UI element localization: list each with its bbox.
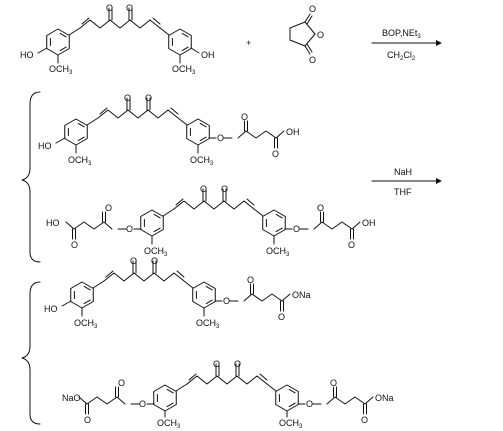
solvent-ch2cl2: CH2Cl2: [387, 50, 416, 62]
svg-text:O: O: [306, 399, 313, 409]
svg-text:O: O: [221, 184, 228, 194]
svg-text:HO: HO: [20, 50, 34, 60]
svg-text:O: O: [241, 112, 248, 122]
svg-text:O: O: [217, 133, 224, 143]
svg-text:OCH3: OCH3: [190, 155, 214, 167]
svg-text:OCH3: OCH3: [157, 418, 181, 430]
product-brace-2: [21, 281, 41, 425]
svg-text:ONa: ONa: [292, 290, 311, 300]
svg-text:OCH3: OCH3: [196, 318, 220, 330]
svg-text:O: O: [361, 415, 368, 425]
reaction-arrow-2: NaH THF: [371, 167, 442, 197]
svg-text:HO: HO: [46, 218, 60, 228]
svg-text:O: O: [71, 240, 78, 250]
plus-sign: +: [246, 38, 251, 48]
succinic-anhydride-structure: O O O: [289, 4, 324, 65]
reagent-nah: NaH: [394, 167, 412, 177]
svg-text:OCH3: OCH3: [279, 418, 303, 430]
methoxy-label: OCH3: [49, 64, 73, 76]
svg-text:O: O: [105, 203, 112, 213]
svg-text:O: O: [223, 296, 230, 306]
mono-succinate-structure: HO OCH3 OCH3 O O O O O OH: [38, 93, 300, 167]
svg-text:O: O: [126, 3, 133, 13]
svg-text:OCH3: OCH3: [172, 64, 196, 76]
mono-sodium-salt-structure: HO OCH3 OCH3 O O O O O ONa: [44, 256, 311, 330]
svg-text:O: O: [317, 30, 324, 40]
svg-text:O: O: [348, 240, 355, 250]
svg-text:O: O: [151, 256, 158, 266]
svg-text:O: O: [139, 399, 146, 409]
svg-text:O: O: [130, 256, 137, 266]
reagent-bop-net3: BOP,NEt3: [382, 28, 421, 40]
curcumin-structure: HO OCH3 OH OCH3 O O: [20, 3, 215, 76]
svg-text:NaO: NaO: [62, 393, 81, 403]
svg-text:OH: OH: [201, 50, 215, 60]
solvent-thf: THF: [394, 187, 412, 197]
svg-text:O: O: [126, 224, 133, 234]
svg-text:OCH3: OCH3: [68, 155, 92, 167]
svg-text:O: O: [124, 93, 131, 103]
svg-text:HO: HO: [38, 141, 52, 151]
svg-text:OCH3: OCH3: [74, 318, 98, 330]
svg-text:O: O: [118, 378, 125, 388]
svg-text:OH: OH: [362, 218, 376, 228]
svg-text:O: O: [106, 3, 113, 13]
svg-text:O: O: [234, 359, 241, 369]
svg-text:OH: OH: [286, 127, 300, 137]
svg-text:O: O: [247, 275, 254, 285]
svg-text:O: O: [330, 378, 337, 388]
svg-text:O: O: [309, 4, 316, 14]
di-sodium-salt-structure: OCH3 OCH3 O O O O O NaO O O O ONa: [62, 359, 394, 430]
svg-text:OCH3: OCH3: [144, 246, 168, 258]
svg-text:O: O: [145, 93, 152, 103]
svg-text:O: O: [309, 55, 316, 65]
svg-text:ONa: ONa: [375, 393, 394, 403]
svg-text:OCH3: OCH3: [266, 246, 290, 258]
svg-text:O: O: [278, 312, 285, 322]
svg-text:O: O: [84, 415, 91, 425]
product-brace-1: [21, 91, 41, 263]
svg-text:HO: HO: [44, 304, 58, 314]
svg-text:O: O: [293, 224, 300, 234]
svg-text:O: O: [213, 359, 220, 369]
svg-text:O: O: [200, 184, 207, 194]
svg-text:O: O: [317, 203, 324, 213]
di-succinate-structure: OCH3 OCH3 O O O O O HO O O O OH: [46, 184, 376, 258]
svg-text:O: O: [272, 149, 279, 159]
reaction-arrow-1: BOP,NEt3 CH2Cl2: [371, 28, 442, 62]
